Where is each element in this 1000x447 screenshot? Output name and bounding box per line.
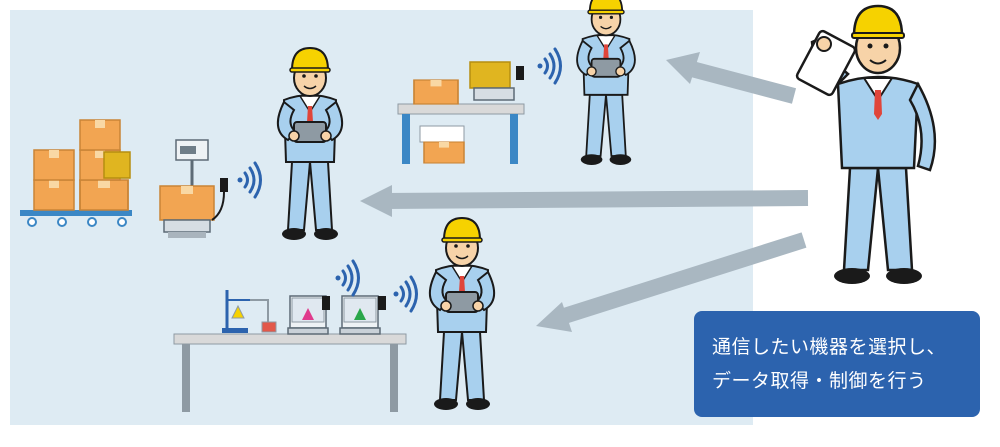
caption-box: 通信したい機器を選択し、 データ取得・制御を行う: [694, 311, 980, 417]
arrow-to-top-worker: [666, 52, 797, 104]
cart-icon: [20, 210, 132, 227]
scale-icon: [159, 139, 228, 238]
tablet-icon: [795, 29, 857, 97]
lab-stand-icon: [222, 290, 277, 333]
worker-icon: [795, 4, 937, 284]
cardboard-box-icon: [33, 119, 131, 211]
arrow-to-middle-worker: [360, 185, 809, 217]
caption-line-2: データ取得・制御を行う: [712, 370, 927, 392]
analytical-balance-icon: [287, 295, 330, 335]
analytical-balance-icon: [339, 295, 386, 335]
table-icon: [397, 103, 525, 164]
arrow-to-bottom-worker: [536, 232, 807, 332]
helmet-icon: [852, 4, 904, 38]
scale-icon: [473, 66, 524, 101]
caption-line-1: 通信したい機器を選択し、: [712, 336, 947, 358]
scene-background: [10, 10, 753, 425]
